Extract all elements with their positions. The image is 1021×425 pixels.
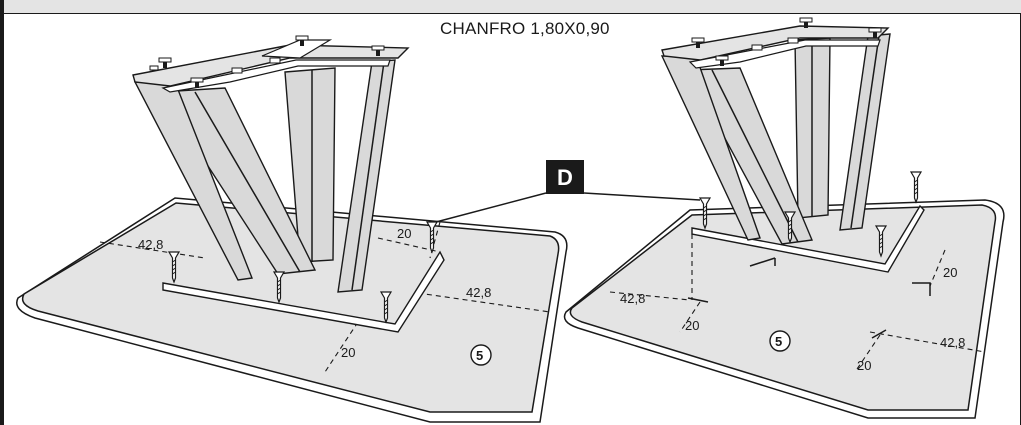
dim-right-side: 42,8 <box>940 335 965 350</box>
step-number: 5 <box>775 334 782 349</box>
dim-right-side: 42,8 <box>466 285 491 300</box>
right-leg-front <box>686 67 813 245</box>
frame-border-right <box>1019 14 1021 425</box>
dim-top: 20 <box>943 265 957 280</box>
screw-icon <box>910 171 922 203</box>
callout-d-box <box>546 160 584 194</box>
header-bar <box>0 0 1021 14</box>
dim-front: 20 <box>685 318 699 333</box>
step-number-circle <box>769 330 791 352</box>
left-leg-rear <box>284 67 336 263</box>
step-number-circle <box>470 344 492 366</box>
callout-d: D <box>435 160 701 223</box>
dim-bottom-extra: 20 <box>857 358 871 373</box>
right-assembly: 42,8 42,8 20 20 20 5 <box>563 17 1005 419</box>
dim-left-side: 42,8 <box>620 291 645 306</box>
right-top-frame <box>661 25 890 61</box>
dim-left-side: 42,8 <box>138 237 163 252</box>
left-base-plate <box>162 250 445 333</box>
callout-d-label: D <box>557 165 573 190</box>
frame-border-left <box>0 0 4 425</box>
dim-bottom: 20 <box>341 345 355 360</box>
left-assembly: 42,8 42,8 20 20 5 <box>16 35 568 423</box>
diagram-title: CHANFRO 1,80X0,90 <box>440 19 610 38</box>
step-number: 5 <box>476 348 483 363</box>
dim-top: 20 <box>397 226 411 241</box>
left-leg-front <box>158 87 317 275</box>
